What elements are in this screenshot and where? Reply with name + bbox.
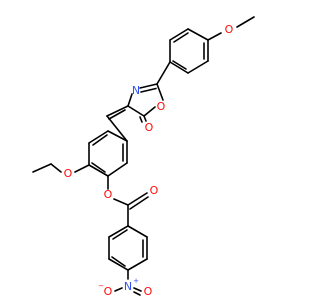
- bond-n-o-left: [114, 287, 123, 292]
- bond-c-o-double2: [129, 196, 149, 210]
- bond-c4-ch: [106, 105, 129, 117]
- bond-ring1-b: [187, 60, 209, 74]
- bond-ring2-f: [107, 130, 128, 142]
- atom-o-ring: O: [157, 100, 166, 113]
- bond-ring1-e: [169, 28, 189, 41]
- bond-ring2-b: [107, 162, 128, 177]
- atom-o-nitro-left: O: [104, 285, 113, 298]
- bond-c4-ch-double: [108, 109, 126, 120]
- bond-methyl-o: [236, 16, 255, 28]
- bond-c5-o-double: [139, 116, 143, 123]
- bond-ring3-c: [127, 258, 148, 271]
- bond-ring3-a: [127, 225, 148, 238]
- bond-c5-o: [143, 115, 147, 122]
- atom-n-nitro: N: [124, 280, 132, 293]
- bond-o-aryl: [207, 32, 222, 41]
- bond-n3-c2: [139, 83, 158, 89]
- bond-ring2-inner3: [92, 134, 108, 146]
- bond-n-o-right: [133, 287, 142, 292]
- bond-ring2-inner2: [91, 162, 106, 173]
- bond-ch-aryl: [106, 115, 128, 142]
- atom-o-nitro-right: O: [144, 285, 153, 298]
- bond-ring3-inner3: [112, 229, 128, 240]
- molecule-diagram: O O N O O O O N + O − O: [32, 16, 255, 298]
- bond-n3-c2-double: [140, 87, 157, 93]
- bond-ring2-c: [88, 164, 109, 177]
- bonds: [32, 16, 255, 296]
- bond-ring3-d: [108, 258, 129, 271]
- bond-o1-c5: [143, 106, 156, 117]
- bond-aryl-c2: [156, 61, 171, 85]
- nitro-n-charge: +: [133, 277, 139, 285]
- nitro-o-charge: −: [98, 282, 104, 290]
- bond-o-ch2: [50, 163, 62, 173]
- structure-svg: O O N O O O O N + O − O: [32, 16, 255, 298]
- bond-n-o-right-double: [133, 291, 141, 296]
- bond-ring1-inner3: [173, 32, 189, 43]
- atom-o-methoxy: O: [225, 23, 234, 36]
- atom-o-ethoxy: O: [64, 167, 73, 180]
- bond-ring3-inner2: [111, 256, 126, 267]
- atom-o-carbonyl-ester: O: [150, 184, 159, 197]
- bond-ring1-f: [187, 28, 209, 41]
- bond-o-carbonyl: [113, 198, 129, 206]
- atom-o-carbonyl-lactone: O: [145, 121, 154, 134]
- atom-labels: O O N O O O O N + O − O: [64, 23, 234, 298]
- bond-c4-n3: [127, 93, 133, 107]
- bond-c2-o1: [156, 83, 164, 101]
- bond-aryl-oethyl: [74, 164, 90, 173]
- bond-c5-c4: [127, 105, 145, 117]
- atom-n-ring: N: [132, 84, 140, 97]
- bond-ring2-e: [88, 130, 109, 144]
- bond-ring1-c: [169, 61, 189, 74]
- bond-ring1-inner2: [172, 60, 187, 70]
- bond-ch2-ch3: [32, 163, 52, 173]
- bond-c-o-double1: [127, 192, 148, 206]
- bond-ring3-f: [108, 225, 129, 238]
- atom-o-ester: O: [104, 188, 113, 201]
